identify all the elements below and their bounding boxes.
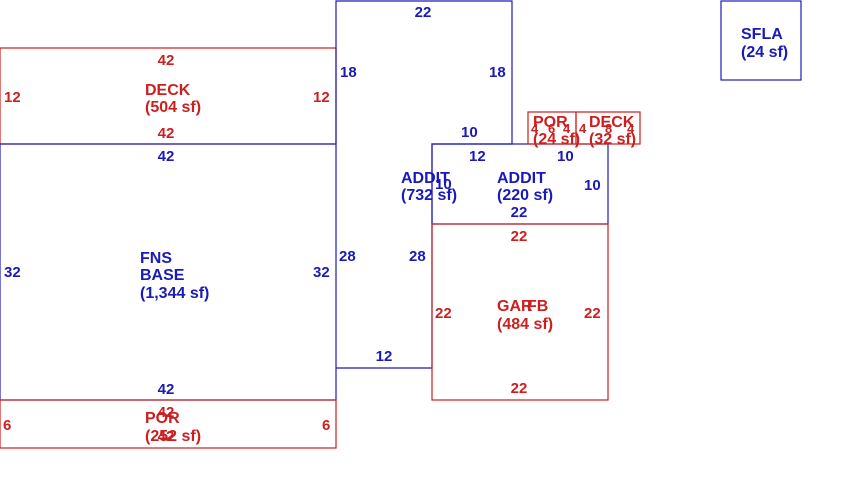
addit-large-dim-left-bottom: 28 [339, 248, 356, 265]
deck-dim-right: 12 [313, 89, 330, 106]
porch-bottom-area: (252 sf) [145, 428, 201, 445]
addit-small-dim-right-top: 10 [557, 148, 574, 165]
garage-dim-bottom: 22 [511, 380, 528, 397]
porch-small-area: (24 sf) [533, 131, 580, 148]
deck-small-outline [575, 111, 641, 145]
fns-base-label-2: BASE [140, 267, 185, 284]
deck-small-label: DECK [589, 114, 635, 131]
fns-base-dim-left: 32 [4, 264, 21, 281]
porch-small-dim-b: 6 [548, 121, 555, 136]
porch-bottom-dim-top: 42 [158, 404, 175, 421]
addit-small-dim-right: 10 [584, 177, 601, 194]
sfla-area: (24 sf) [741, 44, 788, 61]
addit-large-dim-right-top: 18 [489, 64, 506, 81]
porch-small-label: POR [533, 114, 568, 131]
porch-bottom-dim-right: 6 [322, 417, 330, 434]
addit-small-dim-top: 12 [469, 148, 486, 165]
fns-base-dim-right: 32 [313, 264, 330, 281]
addit-large-label: ADDIT [401, 170, 450, 187]
addit-small-label: ADDIT [497, 170, 546, 187]
addit-large-area: (732 sf) [401, 187, 457, 204]
deck-dim-top: 42 [158, 52, 175, 69]
deck-small-dim-b: 8 [605, 121, 612, 136]
addit-large-dim-bottom: 12 [376, 348, 393, 365]
deck-dim-bottom: 42 [158, 125, 175, 142]
fns-base-dim-bottom: 42 [158, 381, 175, 398]
addit-small-area: (220 sf) [497, 187, 553, 204]
garage-label-1: GAR [497, 298, 533, 315]
garage-outline [431, 223, 609, 401]
deck-area: (504 sf) [145, 99, 201, 116]
porch-bottom-dim-left: 6 [3, 417, 11, 434]
porch-bottom-outline [0, 399, 337, 449]
addit-large-dim-left-top: 18 [340, 64, 357, 81]
garage-dim-right: 22 [584, 305, 601, 322]
fns-base-area: (1,344 sf) [140, 285, 209, 302]
garage-area: (484 sf) [497, 316, 553, 333]
porch-small-dim-a: 4 [531, 121, 539, 136]
deck-small-area: (32 sf) [589, 131, 636, 148]
deck-dim-left: 12 [4, 89, 21, 106]
fns-base-label-1: FNS [140, 250, 172, 267]
fns-base-dim-top: 42 [158, 148, 175, 165]
addit-large-dim-top: 22 [415, 4, 432, 21]
sfla-outline [720, 0, 802, 81]
deck-label: DECK [145, 82, 191, 99]
addit-small-dim-left: 10 [435, 176, 452, 193]
addit-large-dim-right-bottom: 28 [409, 248, 426, 265]
addit-small-dim-bottom: 22 [511, 204, 528, 221]
deck-small-dim-a: 4 [579, 121, 587, 136]
addit-large-dim-step: 10 [461, 124, 478, 141]
deck-small-dim-c: 4 [627, 121, 635, 136]
porch-bottom-label: POR [145, 410, 180, 427]
garage-dim-top: 22 [511, 228, 528, 245]
garage-label-2: FB [527, 298, 548, 315]
sfla-label: SFLA [741, 26, 783, 43]
porch-bottom-dim-bottom: 42 [158, 428, 175, 445]
porch-small-dim-c: 4 [563, 121, 571, 136]
garage-dim-left: 22 [435, 305, 452, 322]
